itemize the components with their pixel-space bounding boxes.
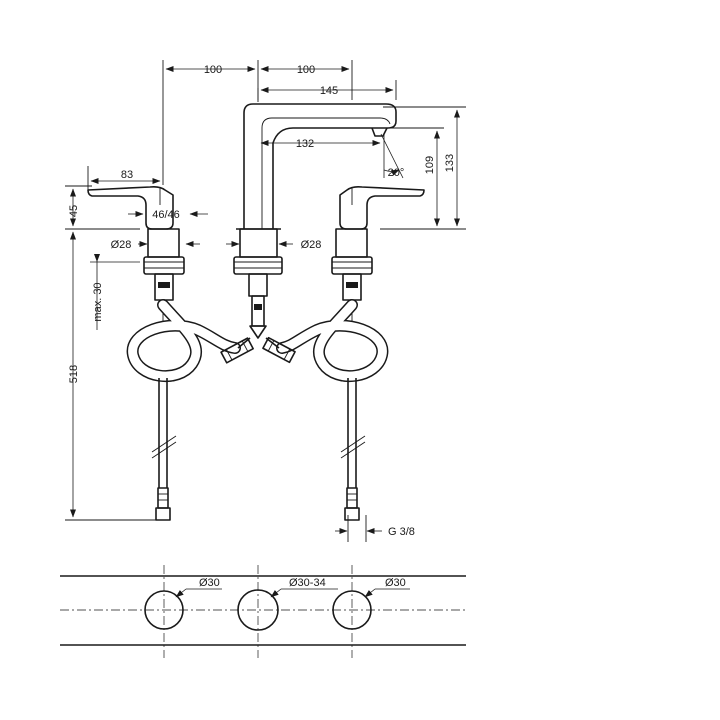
deck-hole-left-label: Ø30 xyxy=(199,577,220,589)
dim-28-left: Ø28 xyxy=(111,239,132,251)
valve-body-center xyxy=(233,228,283,339)
handle-right xyxy=(339,186,425,230)
deck-hole-right-label: Ø30 xyxy=(385,577,406,589)
spout xyxy=(236,103,397,230)
dim-100-left: 100 xyxy=(204,64,222,76)
connection-hoses xyxy=(126,299,389,383)
dim-83: 83 xyxy=(121,169,133,181)
dim-46-46: 46/46 xyxy=(152,209,180,221)
dim-45: 45 xyxy=(68,205,80,217)
deck-hole-right xyxy=(332,590,372,630)
dim-max-30: max. 30 xyxy=(92,282,104,321)
dim-145: 145 xyxy=(320,85,338,97)
deck-hole-center-label: Ø30-34 xyxy=(289,577,326,589)
dim-g-3-8: G 3/8 xyxy=(388,526,415,538)
dim-109: 109 xyxy=(424,156,436,174)
dim-28-right: Ø28 xyxy=(301,239,322,251)
dimension-lines xyxy=(70,66,460,542)
supply-line-right xyxy=(340,378,366,521)
dim-100-right: 100 xyxy=(297,64,315,76)
deck-hole-left xyxy=(144,590,184,630)
supply-line-left xyxy=(151,378,177,521)
dimension-labels: 100 100 145 132 20° 109 133 83 45 46/46 … xyxy=(68,64,456,538)
dim-133: 133 xyxy=(444,154,456,172)
deck-plan-view: Ø30 Ø30-34 Ø30 xyxy=(60,565,466,658)
extension-lines xyxy=(65,60,466,521)
dim-20deg: 20° xyxy=(388,167,405,179)
deck-hole-center xyxy=(237,589,279,631)
dim-132: 132 xyxy=(296,138,314,150)
dim-518: 518 xyxy=(68,365,80,383)
handle-left xyxy=(87,186,174,230)
